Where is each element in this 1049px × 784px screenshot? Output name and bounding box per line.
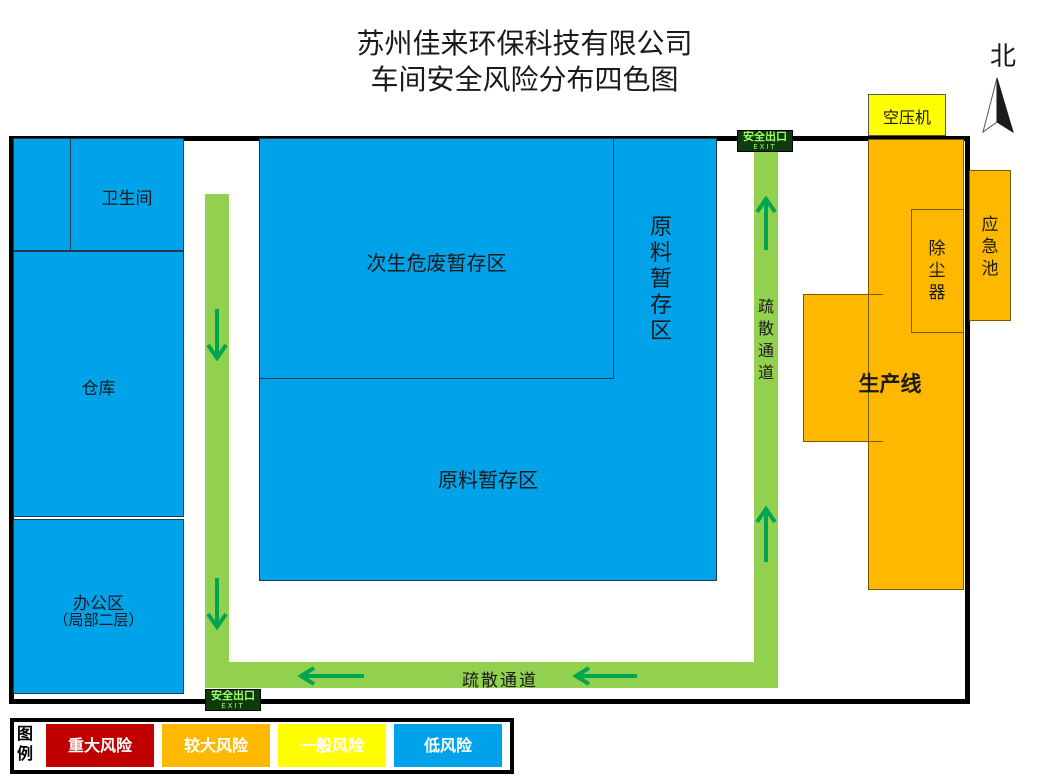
title-line-1: 苏州佳来环保科技有限公司 <box>356 27 693 60</box>
hazardous-waste-label: 次生危废暂存区 <box>366 251 507 275</box>
toilet-label: 卫生间 <box>101 189 153 209</box>
safety-exit-sign-bottom: 安全出口 EXIT <box>205 689 261 711</box>
legend-low-risk: 低风险 <box>394 724 502 767</box>
title-line-2: 车间安全风险分布四色图 <box>370 63 679 96</box>
production-line-zone-b <box>803 294 883 442</box>
arrow-up-icon <box>755 196 777 250</box>
dust-removal-label: 除尘器 <box>928 239 946 303</box>
passage-vertical-label: 疏散通道 <box>757 297 774 382</box>
arrow-left-icon <box>573 666 637 686</box>
office-sublabel: （局部二层） <box>53 611 144 629</box>
air-compressor-label: 空压机 <box>882 108 931 127</box>
north-label: 北 <box>989 42 1016 72</box>
air-compressor-zone <box>868 94 946 136</box>
warehouse-zone <box>13 251 184 517</box>
legend-major-risk: 重大风险 <box>46 724 154 767</box>
raw-material-vertical-label: 原料暂存区 <box>649 215 672 344</box>
small-room <box>13 138 71 251</box>
arrow-down-icon <box>206 309 228 361</box>
passage-horizontal-label: 疏散通道 <box>462 671 538 691</box>
arrow-up-icon <box>755 506 777 562</box>
arrow-left-icon <box>298 666 364 686</box>
legend-high-risk: 较大风险 <box>162 724 270 767</box>
dust-removal-zone <box>911 209 964 333</box>
office-label: 办公区 <box>73 594 124 614</box>
safety-exit-sign-top: 安全出口 EXIT <box>737 130 793 152</box>
toilet-zone <box>70 138 184 251</box>
emergency-pool-label: 应急池 <box>981 215 999 279</box>
north-arrow-icon <box>982 77 1014 134</box>
legend-title: 图例 <box>16 724 33 763</box>
production-line-outline <box>868 139 964 590</box>
emergency-pool-zone <box>969 170 1011 321</box>
production-line-label: 生产线 <box>858 372 922 396</box>
office-zone <box>13 519 184 694</box>
hazardous-waste-zone <box>259 138 614 379</box>
warehouse-label: 仓库 <box>81 379 116 399</box>
raw-material-label: 原料暂存区 <box>438 468 538 492</box>
legend-general-risk: 一般风险 <box>278 724 386 767</box>
arrow-down-icon <box>206 578 228 630</box>
